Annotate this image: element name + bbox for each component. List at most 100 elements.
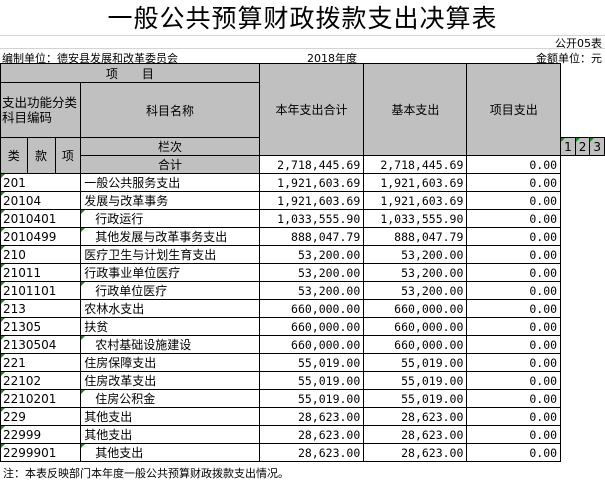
basic-amount: 28,623.00 <box>363 443 468 462</box>
total-amount: 53,200.00 <box>258 263 365 282</box>
subject-code: 21305 <box>0 317 82 336</box>
sum-label: 合计 <box>80 155 260 174</box>
subject-code: 2130504 <box>0 335 82 354</box>
project-amount: 0.00 <box>466 317 562 336</box>
basic-amount: 55,019.00 <box>363 353 468 372</box>
subject-code: 2010401 <box>0 209 82 228</box>
subject-name: 其他支出 <box>80 407 260 426</box>
column-number: 2 <box>578 139 587 154</box>
subject-name: 行政运行 <box>80 209 260 228</box>
subject-code: 221 <box>0 353 82 372</box>
name-header: 科目名称 <box>80 82 260 138</box>
basic-amount: 1,921,603.69 <box>363 191 468 210</box>
project-amount: 0.00 <box>466 389 562 408</box>
project-amount: 0.00 <box>466 281 562 300</box>
subject-code: 213 <box>0 299 82 318</box>
project-amount: 0.00 <box>466 227 562 246</box>
total-amount: 55,019.00 <box>258 389 365 408</box>
total-amount: 660,000.00 <box>258 317 365 336</box>
column-number: 3 <box>593 139 601 154</box>
column-number: 1 <box>564 139 572 154</box>
column-number-col2: 2 <box>574 137 591 156</box>
project-amount: 0.00 <box>466 209 562 228</box>
subject-code: 22102 <box>0 371 82 390</box>
subject-name: 行政事业单位医疗 <box>80 263 260 282</box>
subject-name: 医疗卫生与计划生育支出 <box>80 245 260 264</box>
project-amount: 0.00 <box>466 443 562 462</box>
basic-amount: 53,200.00 <box>363 245 468 264</box>
basic-amount: 1,033,555.90 <box>363 209 468 228</box>
subject-name: 住房公积金 <box>80 389 260 408</box>
basic-amount: 55,019.00 <box>363 389 468 408</box>
basic-amount: 28,623.00 <box>363 407 468 426</box>
footnote: 注：本表反映部门本年度一般公共预算财政拨款支出情况。 <box>3 467 289 480</box>
total-amount: 1,921,603.69 <box>258 191 365 210</box>
compiling-unit: 编制单位：德安县发展和改革委员会 <box>2 52 178 65</box>
project-amount: 0.00 <box>466 191 562 210</box>
basic-amount: 55,019.00 <box>363 371 468 390</box>
total-amount: 660,000.00 <box>258 335 365 354</box>
total-header: 本年支出合计 <box>258 63 365 156</box>
basic-amount: 53,200.00 <box>363 281 468 300</box>
subject-name: 发展与改革事务 <box>80 191 260 210</box>
report-title: 一般公共预算财政拨款支出决算表 <box>107 4 498 33</box>
basic-amount: 53,200.00 <box>363 263 468 282</box>
basic-header: 基本支出 <box>363 63 468 156</box>
subject-name: 一般公共服务支出 <box>80 173 260 192</box>
project-amount: 0.00 <box>466 335 562 354</box>
subject-name: 农村基础设施建设 <box>80 335 260 354</box>
sum-basic: 2,718,445.69 <box>363 155 468 174</box>
subject-name: 住房保障支出 <box>80 353 260 372</box>
lanci-label: 栏次 <box>80 137 260 156</box>
lei-header: 类 <box>0 137 28 174</box>
basic-amount: 660,000.00 <box>363 317 468 336</box>
fiscal-year: 2018年度 <box>307 52 357 65</box>
project-amount: 0.00 <box>466 299 562 318</box>
currency-unit: 金额单位：元 <box>536 52 602 65</box>
form-number: 公开05表 <box>555 37 602 50</box>
project-header: 项目支出 <box>466 63 562 156</box>
subject-code: 20104 <box>0 191 82 210</box>
subject-name: 其他支出 <box>80 425 260 444</box>
project-amount: 0.00 <box>466 371 562 390</box>
item-header: 项 目 <box>0 63 260 83</box>
subject-name: 其他发展与改革事务支出 <box>80 227 260 246</box>
subject-code: 2101101 <box>0 281 82 300</box>
subject-name: 住房改革支出 <box>80 371 260 390</box>
total-amount: 55,019.00 <box>258 371 365 390</box>
basic-amount: 660,000.00 <box>363 299 468 318</box>
project-amount: 0.00 <box>466 173 562 192</box>
total-amount: 1,921,603.69 <box>258 173 365 192</box>
subject-name: 扶贫 <box>80 317 260 336</box>
subject-code: 210 <box>0 245 82 264</box>
subject-code: 2210201 <box>0 389 82 408</box>
sum-total: 2,718,445.69 <box>258 155 365 174</box>
subject-code: 22999 <box>0 425 82 444</box>
total-amount: 888,047.79 <box>258 227 365 246</box>
subject-code: 201 <box>0 173 82 192</box>
project-amount: 0.00 <box>466 245 562 264</box>
total-amount: 1,033,555.90 <box>258 209 365 228</box>
total-amount: 28,623.00 <box>258 443 365 462</box>
kuan-header: 款 <box>26 137 56 174</box>
subject-code: 229 <box>0 407 82 426</box>
expenditure-table: 项 目 本年支出合计 基本支出 项目支出 支出功能分类科目编码 科目名称 类 款… <box>0 63 605 462</box>
column-number-col1: 1 <box>560 137 576 156</box>
total-amount: 28,623.00 <box>258 407 365 426</box>
